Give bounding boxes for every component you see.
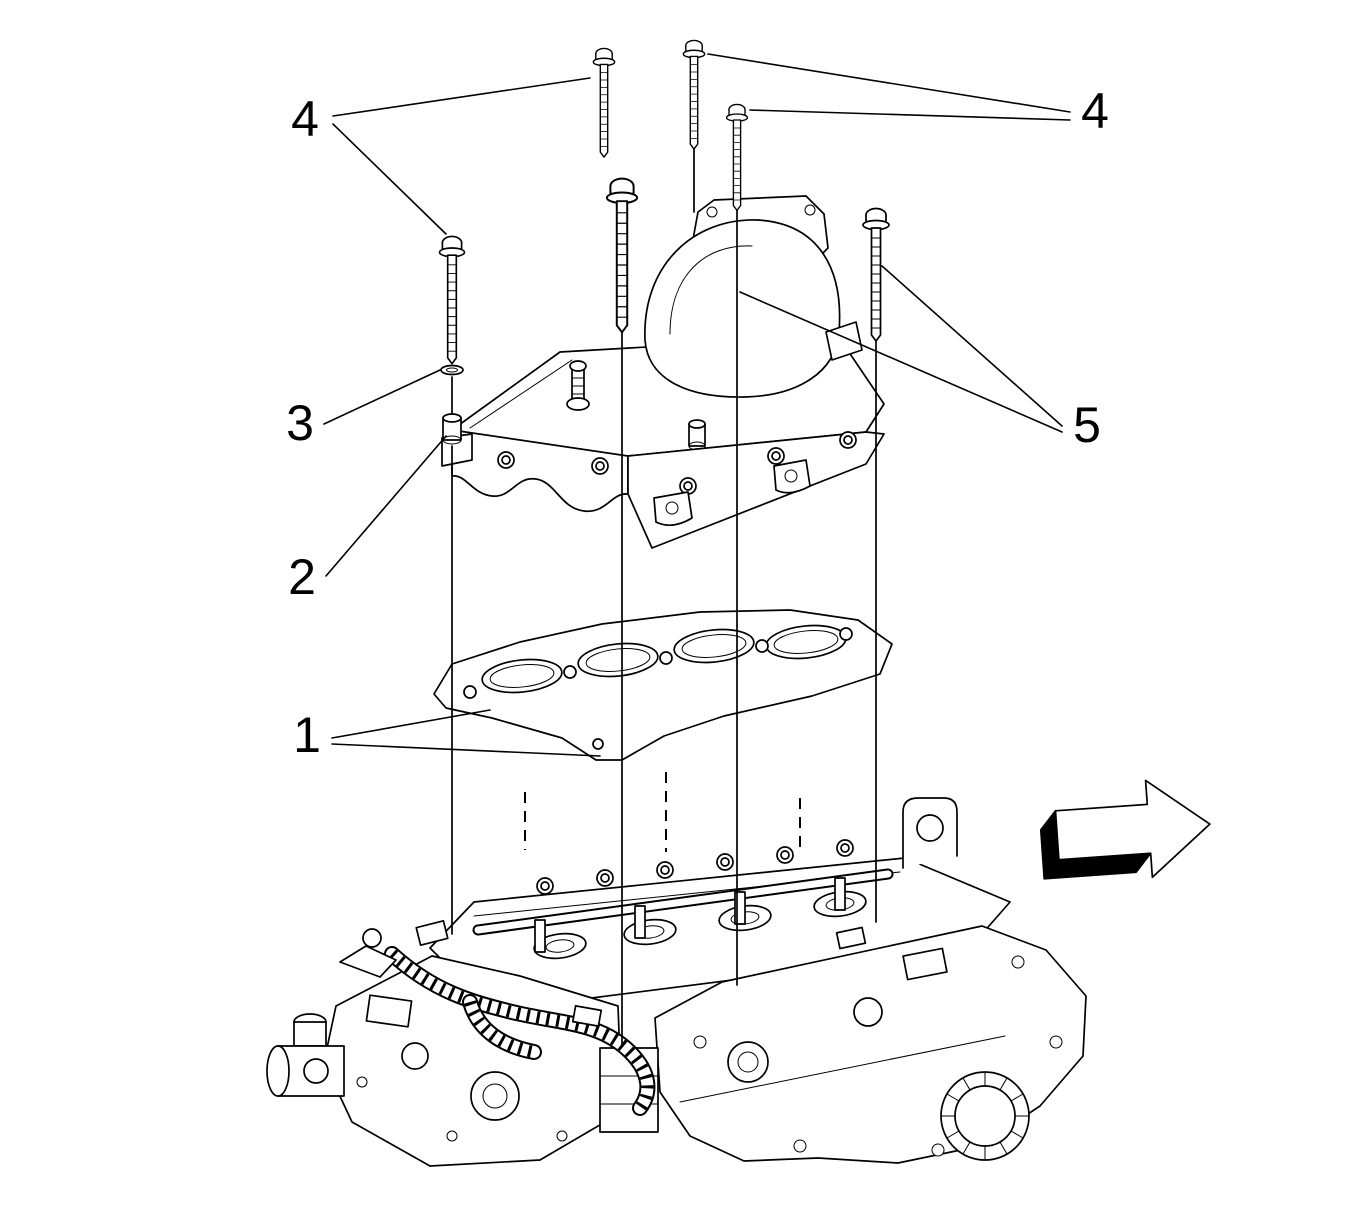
manifold-tabs <box>653 459 811 527</box>
callout-label-4-right: 4 <box>1081 83 1109 139</box>
gasket-ports <box>481 624 847 694</box>
valve-cover-right <box>654 925 1087 1164</box>
bolt-left <box>438 235 466 365</box>
leader-line <box>739 265 1063 433</box>
plenum-dome <box>644 219 841 398</box>
manifold-gasket <box>433 609 893 761</box>
throttle-body <box>266 1013 345 1097</box>
leader-line <box>323 369 441 425</box>
leader-line <box>331 709 601 757</box>
bolt-top-left <box>592 47 616 158</box>
direction-arrow <box>1039 779 1211 880</box>
callout-label-5: 5 <box>1073 397 1101 453</box>
callout-1: 1 <box>293 707 601 763</box>
callout-label-3: 3 <box>286 395 314 451</box>
engine-assembly <box>266 797 1087 1167</box>
callout-4-left: 4 <box>291 77 591 235</box>
stud-right <box>862 207 890 342</box>
manifold-bolt-bosses <box>497 431 857 495</box>
callout-3: 3 <box>286 369 441 451</box>
callout-4-right: 4 <box>707 53 1109 139</box>
callout-label-2: 2 <box>288 549 316 605</box>
bolt-middle <box>605 177 639 334</box>
grommet-spacer <box>442 413 462 445</box>
valve-bosses <box>536 839 854 895</box>
bolt-top-right <box>725 103 749 212</box>
manifold-right-face <box>627 431 885 549</box>
lift-bracket <box>902 797 958 869</box>
leader-line <box>707 53 1071 121</box>
fuel-rail <box>472 868 894 953</box>
alignment-lines <box>451 148 877 1047</box>
callout-5: 5 <box>739 265 1101 453</box>
leader-line <box>332 77 591 235</box>
callouts: 4 4 3 2 5 1 <box>286 53 1109 763</box>
callout-label-1: 1 <box>293 707 321 763</box>
manifold-top-stud <box>566 360 590 411</box>
manifold-runners <box>451 429 629 512</box>
gasket-bolt-holes <box>463 627 853 750</box>
intake-manifold <box>441 195 885 549</box>
manifold-sensor <box>688 419 706 451</box>
arrow-face <box>1054 779 1211 879</box>
bolt-top-center <box>682 39 706 150</box>
leader-line <box>325 435 447 577</box>
callout-label-4-left: 4 <box>291 91 319 147</box>
manifold-left-ear <box>441 433 473 467</box>
callout-2: 2 <box>288 435 447 605</box>
seal-washer <box>440 364 464 376</box>
wiring-harness <box>339 920 867 1116</box>
